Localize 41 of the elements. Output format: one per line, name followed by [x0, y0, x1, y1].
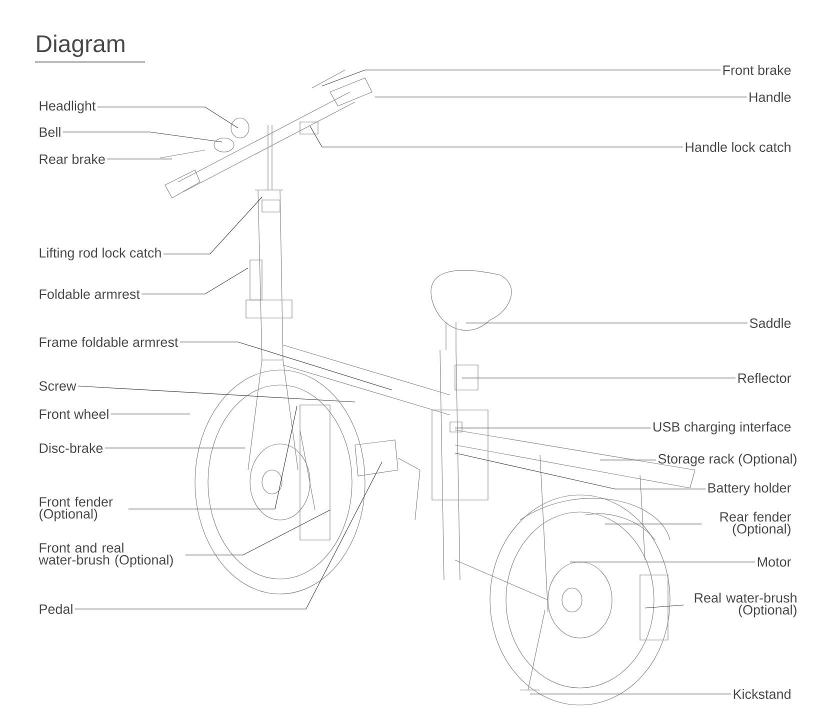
leader-line [644, 604, 684, 608]
leader-line [141, 268, 248, 294]
leader-line [106, 158, 172, 160]
part-label: Frame foldable armrest [40, 337, 178, 347]
part-label: Front fender (Optional) [40, 496, 113, 522]
part-label: USB charging interface [654, 422, 791, 434]
part-label: Disc-brake [40, 443, 103, 453]
leader-line [78, 386, 356, 402]
part-label: Pedal [40, 604, 72, 614]
part-label: Bell [40, 127, 60, 137]
leader-line [466, 322, 748, 324]
part-label: Storage rack (Optional) [658, 454, 796, 466]
part-label: Foldable armrest [40, 289, 140, 299]
leader-line [163, 196, 262, 254]
part-label: Rear brake [40, 154, 105, 164]
leader-line [374, 96, 748, 98]
part-label: Reflector [738, 373, 792, 383]
part-label: Saddle [750, 318, 791, 328]
part-label: Lifting rod lock catch [40, 248, 161, 260]
part-label: Front brake [723, 65, 791, 75]
title: Diagram [37, 34, 124, 57]
leader-line [128, 406, 298, 510]
part-label: Front and real water-brush (Optional) [38, 542, 173, 568]
leader-line [74, 462, 382, 610]
part-label: Kickstand [734, 689, 790, 699]
leader-line [322, 70, 721, 86]
part-label: Rear fender (Optional) [720, 512, 792, 536]
part-label: Headlight [40, 100, 96, 114]
part-label: Real water-brush (Optional) [694, 592, 796, 618]
part-label: Screw [39, 381, 76, 391]
leader-line [454, 452, 706, 490]
part-label: Motor [758, 557, 792, 567]
part-label: Battery holder [708, 482, 792, 496]
leader-line [62, 132, 222, 142]
leader-line [310, 126, 684, 148]
leader-line [180, 342, 392, 390]
leader-line [185, 510, 330, 556]
part-label: Front wheel [40, 409, 108, 419]
part-label: Handle lock catch [686, 142, 790, 152]
part-label: Handle [750, 92, 791, 102]
leader-line [97, 106, 238, 128]
